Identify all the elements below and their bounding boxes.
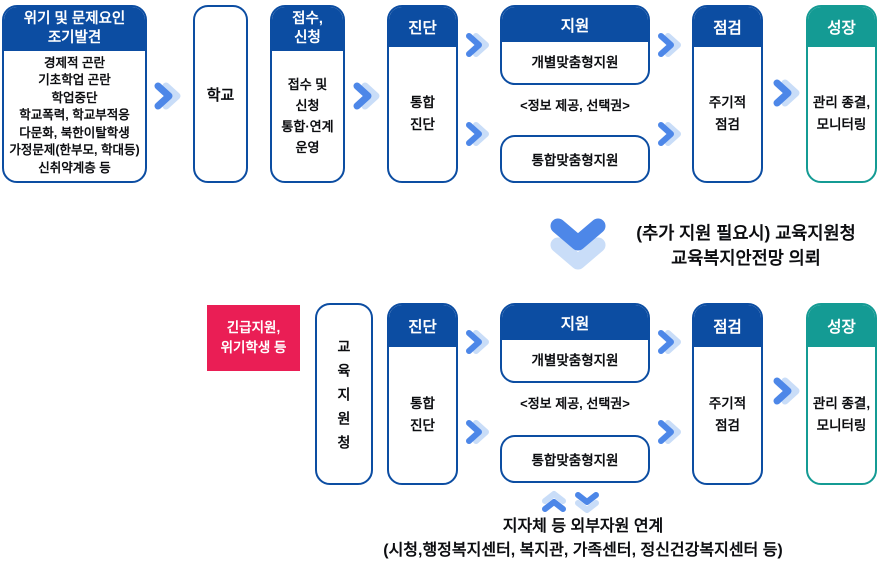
intake-body: 접수 및 신청 통합·연계 운영 <box>281 77 334 155</box>
check-body: 주기적 점검 <box>708 95 747 132</box>
integrated-support-box: 통합맞춤형지원 <box>500 435 650 483</box>
growth-body: 관리 종결, 모니터링 <box>812 396 871 433</box>
individual-support-label: 개별맞춤형지원 <box>531 352 619 368</box>
growth-body: 관리 종결, 모니터링 <box>812 95 871 132</box>
chevron-right-icon <box>658 330 681 354</box>
chevron-right-icon <box>466 330 489 354</box>
chevron-up-icon <box>542 491 566 512</box>
diagnosis-box: 진단 통합 진단 <box>387 303 458 485</box>
check-box: 점검 주기적 점검 <box>692 5 763 183</box>
list-item: 학교폭력, 학교부적응 <box>19 108 130 123</box>
list-item: 다문화, 북한이탈학생 <box>19 125 130 140</box>
diagnosis-title: 진단 <box>389 7 456 47</box>
chevron-right-icon <box>773 79 800 107</box>
growth-box: 성장 관리 종결, 모니터링 <box>806 5 877 183</box>
external-resources-caption: 지자체 등 외부자원 연계 (시청,행정복지센터, 복지관, 가족센터, 정신건… <box>383 518 783 559</box>
chevron-right-icon <box>466 122 489 146</box>
growth-title: 성장 <box>808 7 875 47</box>
chevron-right-icon <box>658 122 681 146</box>
school-box: 학교 <box>193 5 248 183</box>
education-office-label: 교육지원청 <box>336 339 352 459</box>
chevron-right-icon <box>353 82 380 110</box>
diagnosis-box: 진단 통합 진단 <box>387 5 458 183</box>
check-body: 주기적 점검 <box>708 396 747 433</box>
chevron-right-icon <box>658 33 681 57</box>
chevron-right-icon <box>466 420 489 444</box>
chevron-right-icon <box>773 377 800 405</box>
diagnosis-title: 진단 <box>389 305 456 347</box>
diagnosis-body: 통합 진단 <box>410 396 435 433</box>
info-choice-note: <정보 제공, 선택권> <box>520 396 630 411</box>
emergency-support-box: 긴급지원, 위기학생 등 <box>207 305 300 371</box>
intake-title: 접수, 신청 <box>272 7 343 51</box>
info-choice-note: <정보 제공, 선택권> <box>520 98 630 113</box>
list-item: 경제적 곤란 <box>44 55 105 70</box>
intake-box: 접수, 신청 접수 및 신청 통합·연계 운영 <box>270 5 345 183</box>
check-box: 점검 주기적 점검 <box>692 303 763 485</box>
list-item: 기초학업 곤란 <box>38 73 111 88</box>
early-detection-list: 경제적 곤란 기초학업 곤란 학업중단 학교폭력, 학교부적응 다문화, 북한이… <box>4 51 145 181</box>
list-item: 신취약계층 등 <box>38 160 111 175</box>
support-box: 지원 개별맞춤형지원 <box>500 5 650 85</box>
early-detection-title: 위기 및 문제요인 조기발견 <box>4 7 145 51</box>
diagnosis-body: 통합 진단 <box>410 95 435 132</box>
check-title: 점검 <box>694 305 761 347</box>
integrated-support-box: 통합맞춤형지원 <box>500 135 650 183</box>
support-title: 지원 <box>502 305 648 340</box>
referral-note: (추가 지원 필요시) 교육지원청 교육복지안전망 의뢰 <box>636 223 856 268</box>
list-item: 가정문제(한부모, 학대등) <box>9 143 140 158</box>
individual-support-label: 개별맞춤형지원 <box>531 54 619 70</box>
growth-box: 성장 관리 종결, 모니터링 <box>806 303 877 485</box>
school-label: 학교 <box>206 86 235 104</box>
support-title: 지원 <box>502 7 648 42</box>
chevron-right-icon <box>466 33 489 57</box>
support-box: 지원 개별맞춤형지원 <box>500 303 650 383</box>
chevron-right-icon <box>154 82 181 110</box>
education-office-box: 교육지원청 <box>315 303 373 485</box>
check-title: 점검 <box>694 7 761 47</box>
chevron-right-icon <box>658 420 681 444</box>
early-detection-box: 위기 및 문제요인 조기발견 경제적 곤란 기초학업 곤란 학업중단 학교폭력,… <box>2 5 147 183</box>
growth-title: 성장 <box>808 305 875 347</box>
chevron-down-icon <box>575 492 599 513</box>
big-chevron-down-icon <box>550 218 606 270</box>
list-item: 학업중단 <box>51 90 98 105</box>
